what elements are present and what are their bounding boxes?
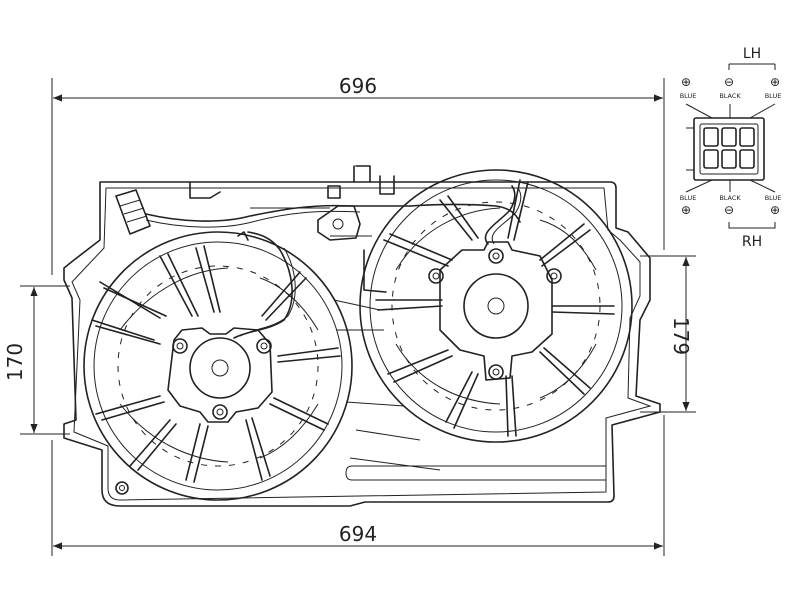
bottom-pin-3-wire: BLUE (765, 194, 782, 202)
bottom-pin-2-symbol: ⊖ (724, 203, 734, 217)
lh-label: LH (743, 46, 761, 62)
top-pin-3-symbol: ⊕ (770, 75, 780, 89)
left-fan-spokes (91, 245, 341, 483)
rh-label: RH (742, 234, 762, 250)
shroud-frame (63, 165, 661, 507)
connector-detail: LH ⊕ ⊖ ⊕ BLUE BLACK BLUE BLUE BLACK BLUE… (680, 46, 782, 250)
left-fan (83, 231, 353, 501)
bottom-pin-3-symbol: ⊕ (770, 203, 780, 217)
top-pin-2-wire: BLACK (719, 92, 741, 100)
right-height-label: 179 (669, 317, 693, 355)
left-plug (115, 189, 411, 235)
top-pin-2-symbol: ⊖ (724, 75, 734, 89)
bottom-pin-2-wire: BLACK (719, 194, 741, 202)
left-height-label: 170 (3, 343, 27, 381)
dimension-bottom: 694 (51, 415, 665, 556)
dimension-top: 696 (51, 74, 665, 275)
top-width-label: 696 (339, 74, 377, 98)
center-brace (330, 235, 441, 471)
top-pin-1-wire: BLUE (680, 92, 697, 100)
dimension-right: 179 (640, 255, 696, 413)
bottom-pin-1-wire: BLUE (680, 194, 697, 202)
right-fan (359, 169, 633, 443)
top-pin-3-wire: BLUE (765, 92, 782, 100)
dimension-left: 170 (3, 285, 70, 435)
right-fan-spokes (375, 179, 615, 437)
top-pin-1-symbol: ⊕ (681, 75, 691, 89)
bottom-pin-1-symbol: ⊕ (681, 203, 691, 217)
bottom-width-label: 694 (339, 522, 377, 546)
